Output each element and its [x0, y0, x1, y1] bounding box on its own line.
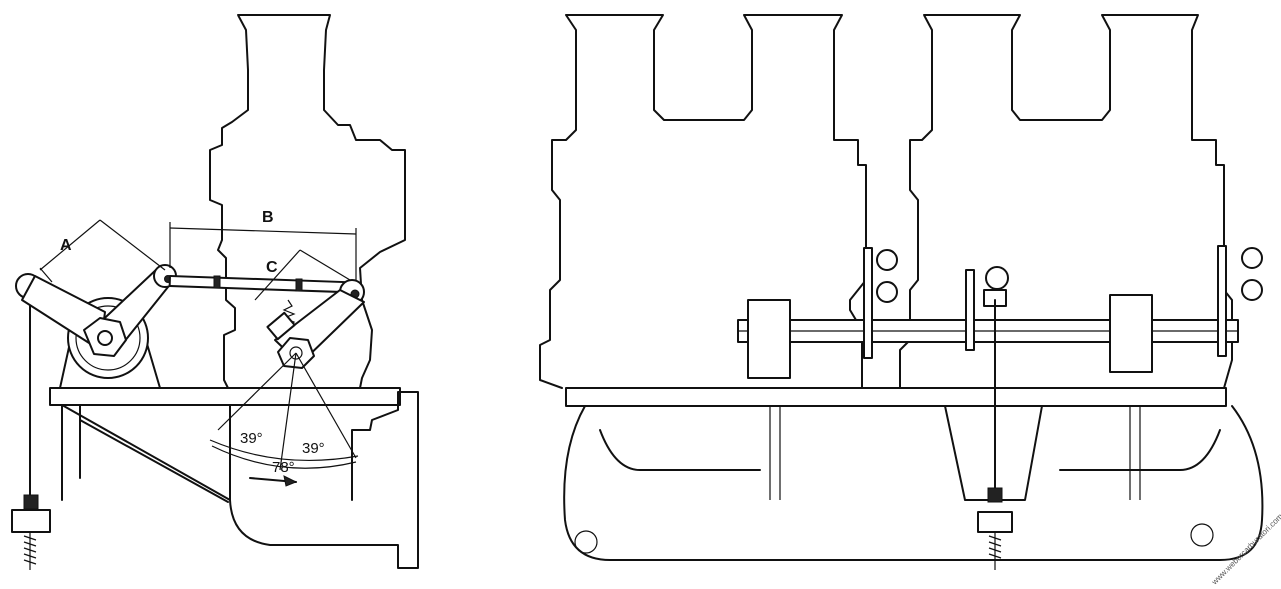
lever-1	[863, 247, 873, 359]
rod-end-nut	[23, 494, 39, 510]
connecting-rod	[168, 274, 349, 294]
dim-a-label: A	[60, 237, 72, 254]
support-bracket	[61, 404, 231, 503]
return-spring	[282, 299, 296, 327]
angle-left-label: 39°	[240, 430, 263, 447]
center-rod-adjuster	[977, 511, 1013, 533]
front-manifold	[563, 405, 1264, 561]
angle-right-label: 39°	[302, 440, 325, 457]
dim-c-label: C	[266, 259, 278, 276]
bearing-block-1	[747, 299, 791, 379]
intake-manifold	[229, 391, 419, 569]
dimension-b: B	[169, 209, 357, 280]
ball-joint-3	[1241, 247, 1263, 269]
lever-3	[1217, 245, 1227, 357]
watermark: www.webercarburatori.com	[1209, 512, 1281, 588]
mount-hole-right	[1190, 523, 1214, 547]
mount-hole-left	[574, 530, 598, 554]
front-base-plate	[565, 387, 1227, 407]
dim-b-label: B	[262, 209, 274, 226]
carb-1-outline	[539, 14, 867, 389]
carburetor-body-side	[209, 14, 406, 389]
center-rod-nut	[987, 487, 1003, 503]
dimension-a: A	[39, 219, 166, 283]
side-view: A B C 39° 39° 78°	[11, 14, 419, 570]
angle-total-label: 78°	[272, 459, 295, 476]
lever-2	[965, 269, 975, 351]
ball-joint-2	[985, 266, 1009, 290]
center-riser	[944, 405, 1043, 501]
base-plate	[49, 387, 401, 406]
bearing-block-2	[1109, 294, 1153, 373]
threaded-rod	[23, 532, 37, 570]
rod-adjuster-block	[11, 509, 51, 533]
angle-construction: 39° 39° 78°	[209, 352, 359, 487]
ball-joint-1	[876, 249, 898, 271]
front-view	[539, 14, 1264, 570]
dimension-c: C	[254, 249, 351, 301]
